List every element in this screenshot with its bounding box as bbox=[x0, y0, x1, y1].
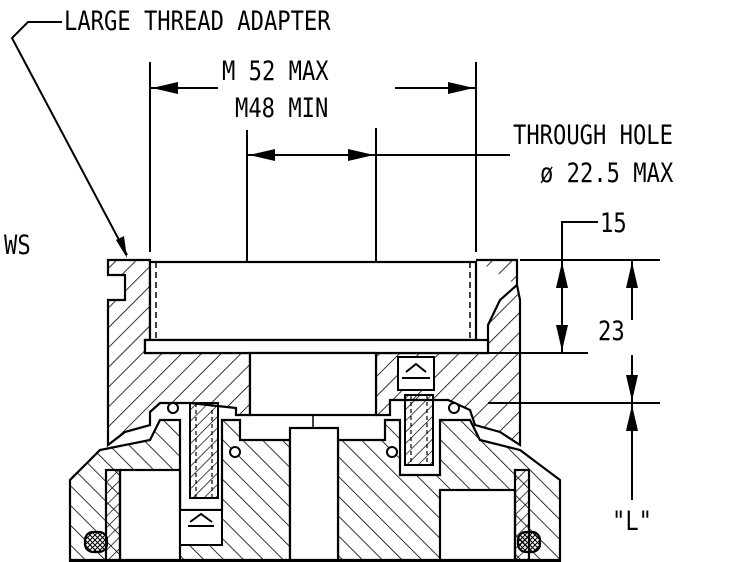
through-hole-label: THROUGH HOLE bbox=[513, 120, 673, 151]
base-body bbox=[68, 418, 562, 562]
ws-label: WS bbox=[4, 230, 31, 261]
adapter-leader bbox=[10, 21, 128, 258]
dim-m52 bbox=[149, 62, 477, 252]
adapter-label: LARGE THREAD ADAPTER bbox=[64, 6, 331, 37]
o-rings bbox=[167, 402, 460, 458]
through-hole-diameter: ø 22.5 MAX bbox=[540, 158, 674, 189]
dim-23-label: 23 bbox=[598, 316, 625, 347]
min-thread-label: M48 MIN bbox=[235, 93, 329, 124]
adapter-body bbox=[106, 258, 522, 448]
screw-right bbox=[397, 356, 435, 466]
max-thread-label: M 52 MAX bbox=[222, 56, 329, 87]
dim-l-label: "L" bbox=[612, 506, 653, 537]
screw-left bbox=[179, 402, 223, 546]
dim-15-label: 15 bbox=[600, 208, 627, 239]
